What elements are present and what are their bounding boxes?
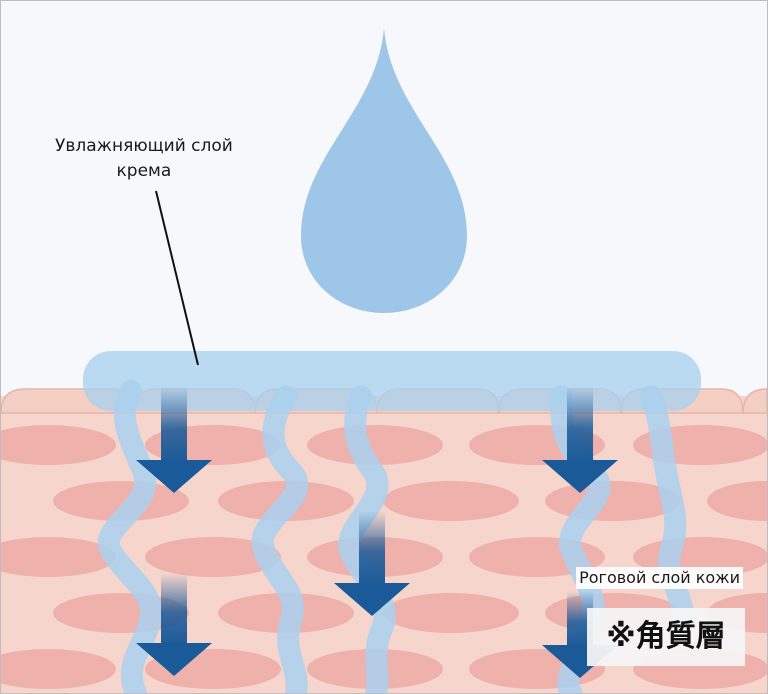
- cream-label-line1: Увлажняющий слой: [55, 136, 233, 156]
- arrow-down-icon: [136, 386, 212, 493]
- stratum-corneum-jp-label: ※角質層: [587, 608, 745, 666]
- arrow-down-icon: [334, 511, 410, 616]
- cream-layer: [83, 351, 701, 411]
- cream-label-line2: крема: [116, 161, 172, 181]
- arrow-down-icon: [542, 386, 618, 493]
- water-drop-icon: [301, 28, 467, 313]
- stratum-corneum-label: Роговой слой кожи: [576, 567, 743, 589]
- cream-pointer-line: [155, 190, 199, 366]
- cream-layer-label: Увлажняющий слой крема: [55, 134, 233, 184]
- skin-cells: [1, 425, 767, 689]
- arrow-down-icon: [136, 573, 212, 676]
- penetration-arrows: [136, 386, 618, 678]
